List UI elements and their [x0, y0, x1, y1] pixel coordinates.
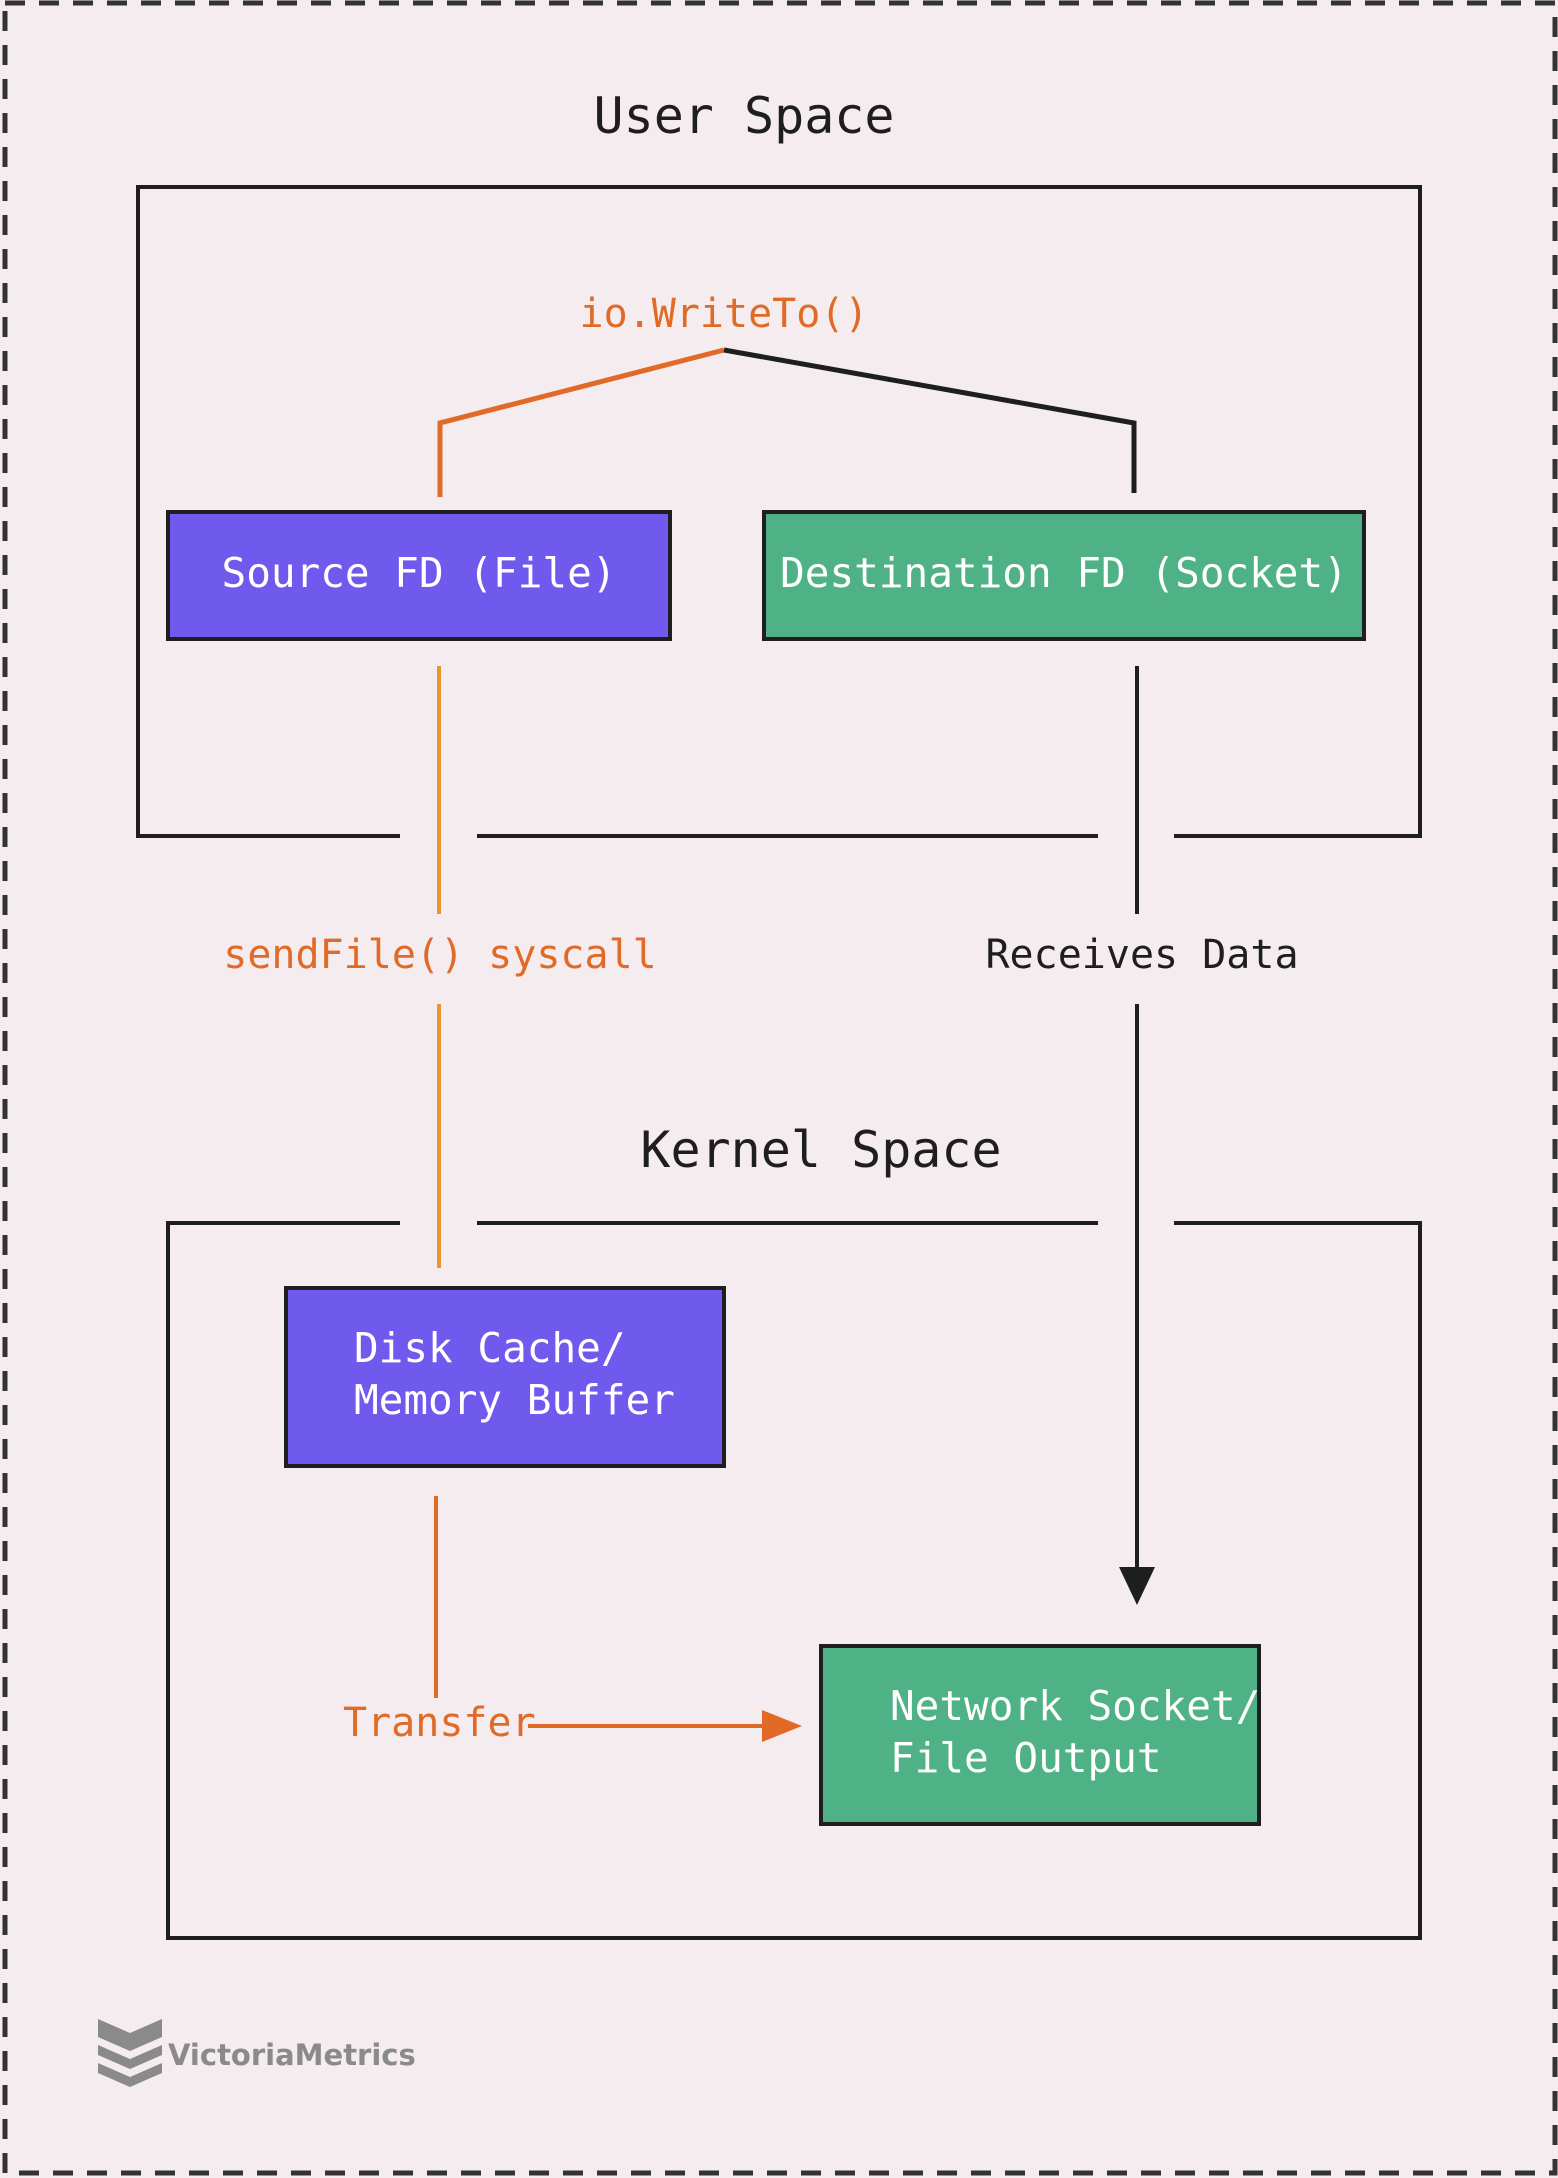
source-fd-node: Source FD (File) [166, 510, 672, 641]
disk-cache-label-line2: Memory Buffer [354, 1376, 675, 1424]
victoriametrics-logo-text: VictoriaMetrics [168, 2038, 416, 2072]
destination-fd-node: Destination FD (Socket) [762, 510, 1366, 641]
source-fd-label: Source FD (File) [222, 549, 617, 597]
network-socket-label-line1: Network Socket/ [890, 1682, 1260, 1730]
network-socket-label-line2: File Output [890, 1734, 1162, 1782]
transfer-arrowhead [762, 1710, 802, 1742]
write-to-edge: io.WriteTo() [437, 291, 1137, 497]
network-socket-node: Network Socket/ File Output [819, 1644, 1261, 1826]
victoriametrics-logo: VictoriaMetrics [98, 2019, 416, 2087]
user-space-title: User Space [593, 87, 894, 145]
sendfile-label: sendFile() syscall [223, 932, 656, 978]
receives-arrowhead [1119, 1567, 1155, 1605]
disk-cache-label-line1: Disk Cache/ [354, 1324, 626, 1372]
disk-cache-box [284, 1286, 726, 1468]
write-to-line-destination [723, 347, 1137, 493]
write-to-line-source [437, 347, 725, 497]
kernel-space-title: Kernel Space [640, 1121, 1001, 1179]
transfer-edge: Transfer [343, 1496, 802, 1746]
disk-cache-node: Disk Cache/ Memory Buffer [284, 1286, 726, 1468]
user-space-frame [136, 185, 1422, 838]
receives-data-edge: Receives Data [985, 666, 1299, 1605]
destination-fd-label: Destination FD (Socket) [780, 549, 1348, 597]
user-space-group: User Space [136, 87, 1422, 838]
write-to-label: io.WriteTo() [580, 291, 869, 337]
kernel-space-frame [166, 1221, 1422, 1940]
source-fd-box [166, 510, 672, 641]
transfer-label: Transfer [343, 1700, 536, 1746]
receives-data-label: Receives Data [985, 932, 1298, 978]
kernel-space-group: Kernel Space [166, 1121, 1422, 1940]
victoriametrics-logo-icon [98, 2019, 162, 2087]
network-socket-box [819, 1644, 1261, 1826]
destination-fd-box [762, 510, 1366, 641]
sendfile-edge: sendFile() syscall [223, 666, 657, 1268]
